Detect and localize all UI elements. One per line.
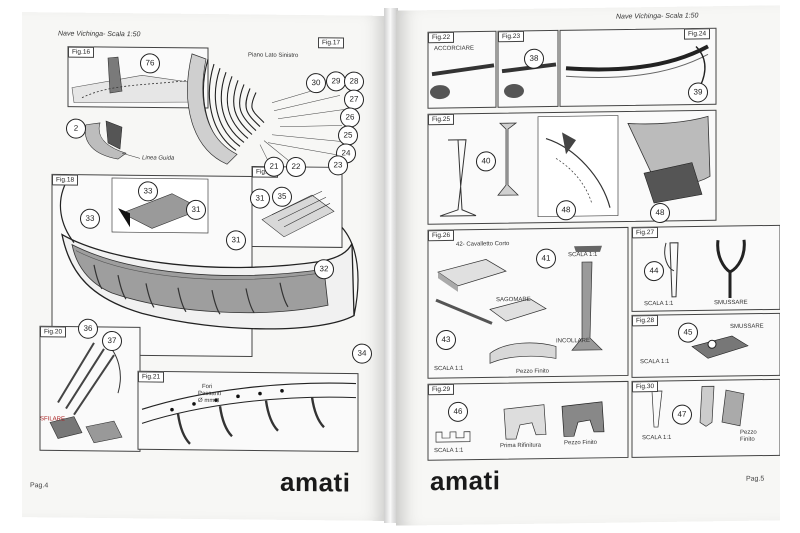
smussare-text-b: SMUSSARE [730,323,764,331]
part-34: 34 [352,343,372,364]
prima-rifinitura-text: Prima Rifinitura [500,442,542,450]
fig16-label: Fig.16 [68,46,95,58]
scala-text-e: SCALA 1:1 [434,447,464,455]
part-30: 30 [306,73,326,94]
part-76: 76 [140,53,160,74]
fig22-label: Fig.22 [428,31,455,44]
fori-text-1: Fori [202,383,213,391]
part-27: 27 [344,89,364,110]
piano-lato-text: Piano Lato Sinistro [248,52,299,59]
part-37: 37 [102,330,122,352]
fig29-label: Fig.29 [428,383,455,396]
right-brand-logo: amati [430,465,501,497]
part-33a: 33 [138,181,158,202]
part-31c: 31 [250,188,270,209]
fig21-frame [137,370,359,453]
accorciare-text: ACCORCIARE [434,45,475,53]
fori-text-2: Passanti [198,390,222,398]
left-page: Nave Vichinga- Scala 1:50 Fig.16 Fig.17 … [22,12,387,521]
right-page-number: Pag.5 [746,475,765,483]
pezzo-finito-c-2: Finito [740,436,755,443]
part-29: 29 [326,71,346,92]
part-31a: 31 [186,199,206,221]
scala-text-b: SCALA 1:1 [434,365,464,373]
fig17-label: Fig.17 [318,37,345,49]
left-page-drawings [39,46,359,453]
fig23-label: Fig.23 [498,30,525,43]
fig30-label: Fig.30 [632,381,659,393]
part-23: 23 [328,155,348,176]
right-page: Nave Vichinga- Scala 1:50 Fig.22 Fig.23 … [396,5,780,526]
fig27-label: Fig.27 [632,227,659,239]
part-35: 35 [272,186,292,207]
fig20-label: Fig.20 [40,326,67,338]
fig28-label: Fig.28 [632,315,659,327]
part-36: 36 [78,318,98,339]
left-page-number: Pag.4 [30,482,49,490]
part-32: 32 [314,259,334,280]
sfilare-text: SFILARE [40,416,66,423]
pezzo-finito-b: Pezzo Finito [564,439,598,447]
part-26: 26 [340,107,360,128]
scala-text-a: SCALA 1:1 [568,251,598,259]
part-25: 25 [338,125,358,146]
left-page-header: Nave Vichinga- Scala 1:50 [58,30,141,39]
scala-text-c: SCALA 1:1 [644,300,674,308]
part-22: 22 [286,156,306,178]
pezzo-finito-c-1: Pezzo [740,429,757,436]
fig26-label: Fig.26 [428,229,455,242]
right-page-header: Nave Vichinga- Scala 1:50 [616,12,699,21]
part-2: 2 [66,118,86,139]
cavalletto-text: 42- Cavalletto Corto [456,241,510,248]
left-brand-logo: amati [280,466,351,498]
fori-text-3: Ø mm.3 [198,397,220,405]
fig24-label: Fig.24 [684,28,711,40]
scala-text-f: SCALA 1:1 [642,434,672,442]
incollare-text: INCOLLARE [556,337,591,345]
scala-text-d: SCALA 1:1 [640,358,670,366]
part-31b: 31 [226,230,246,251]
fig18-label: Fig.18 [52,174,79,186]
right-page-drawings [427,27,780,461]
fig21-label: Fig.21 [138,371,165,383]
sagomare-text: SAGOMARE [496,296,531,304]
book-spine [384,8,398,523]
smussare-text-a: SMUSSARE [714,299,748,307]
part-21: 21 [264,156,284,177]
part-33b: 33 [80,208,100,229]
pezzo-finito-a: Pezzo Finito [516,368,550,376]
fig25-label: Fig.25 [428,113,455,126]
linea-guida-text: Linea Guida [142,155,175,162]
